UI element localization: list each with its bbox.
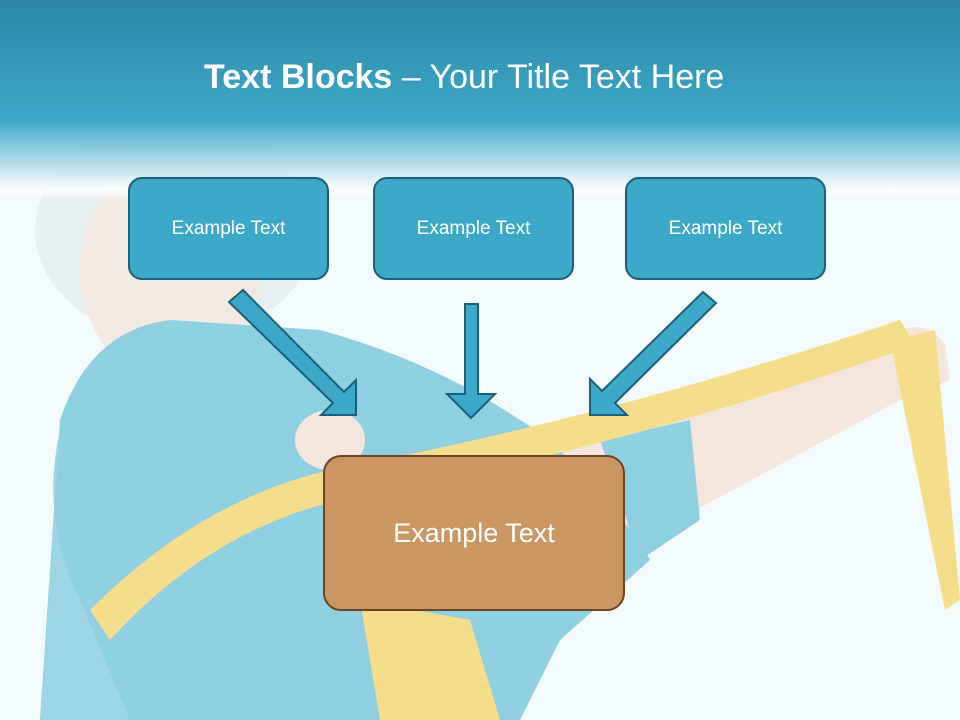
center-text-block: Example Text xyxy=(323,455,625,611)
text-block-3-label: Example Text xyxy=(668,217,783,239)
title-rest: – Your Title Text Here xyxy=(392,58,725,96)
text-block-2-label: Example Text xyxy=(416,217,531,239)
title-bold: Text Blocks xyxy=(204,58,393,96)
header-band xyxy=(0,0,960,200)
text-block-2: Example Text xyxy=(373,177,574,280)
text-block-3: Example Text xyxy=(625,177,826,280)
text-block-1-label: Example Text xyxy=(171,217,286,239)
text-block-1: Example Text xyxy=(128,177,329,280)
center-text-block-label: Example Text xyxy=(393,517,555,548)
slide-title: Text Blocks – Your Title Text Here xyxy=(204,52,724,102)
